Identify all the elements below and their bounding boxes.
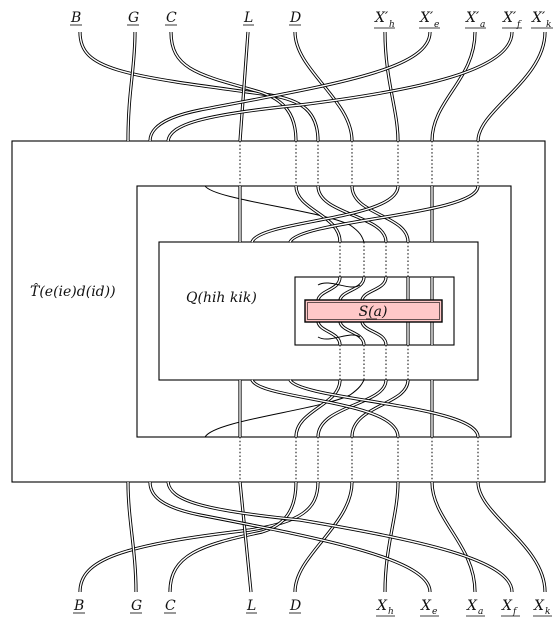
top-labels: B G C L D X′ h X′ e X′ a X′ f X′ k bbox=[70, 10, 553, 30]
top-label-l: L bbox=[243, 10, 253, 26]
top-label-xe: X′ bbox=[419, 10, 434, 26]
bottom-label-xh: X bbox=[376, 598, 388, 614]
bottom-label-l: L bbox=[246, 598, 256, 614]
top-label-g: G bbox=[128, 10, 139, 26]
top-wires bbox=[78, 31, 547, 142]
top-label-xf: X′ bbox=[502, 10, 517, 26]
inner-box bbox=[158, 241, 479, 381]
antipode-frame-box bbox=[294, 276, 455, 346]
top-label-xh: X′ bbox=[374, 10, 389, 26]
bottom-label-xf-sub: f bbox=[512, 607, 518, 617]
outer-box bbox=[11, 140, 546, 483]
bottom-label-xk: X bbox=[533, 598, 545, 614]
bottom-label-xk-sub: k bbox=[545, 607, 550, 617]
bottom-label-d: D bbox=[289, 598, 301, 614]
bottom-label-xa-sub: a bbox=[478, 607, 483, 617]
top-label-b: B bbox=[70, 10, 81, 26]
bottom-label-g: G bbox=[131, 598, 142, 614]
top-label-xk-sub: k bbox=[546, 20, 551, 30]
middle-bottom-wires bbox=[204, 378, 480, 438]
inner-box-label: Q(hih kik) bbox=[186, 290, 257, 306]
bottom-label-b: B bbox=[73, 598, 84, 614]
bottom-label-xe: X bbox=[420, 598, 432, 614]
top-label-d: D bbox=[289, 10, 301, 26]
top-label-xh-sub: h bbox=[389, 20, 395, 30]
bottom-label-xf: X bbox=[501, 598, 513, 614]
middle-box bbox=[136, 185, 512, 438]
middle-top-wires bbox=[204, 185, 480, 244]
antipode-box bbox=[304, 299, 443, 323]
outer-box-label: T̂(e(ie)d(id)) bbox=[30, 282, 116, 300]
antipode-box-inner-outline bbox=[307, 302, 440, 320]
top-label-xa-sub: a bbox=[480, 20, 485, 30]
dotted-connectors bbox=[239, 141, 479, 482]
antipode-label: S(a) bbox=[359, 304, 388, 320]
bottom-label-xh-sub: h bbox=[388, 607, 394, 617]
top-label-xa: X′ bbox=[465, 10, 480, 26]
bottom-label-xe-sub: e bbox=[432, 607, 437, 617]
top-label-xf-sub: f bbox=[516, 20, 522, 30]
bottom-wires bbox=[78, 481, 547, 593]
bottom-labels: B G C L D X h X e X a X f X k bbox=[73, 598, 552, 617]
top-label-xk: X′ bbox=[531, 10, 546, 26]
bottom-label-c: C bbox=[165, 598, 176, 614]
top-label-c: C bbox=[166, 10, 177, 26]
top-label-xe-sub: e bbox=[434, 20, 439, 30]
bottom-label-xa: X bbox=[466, 598, 478, 614]
